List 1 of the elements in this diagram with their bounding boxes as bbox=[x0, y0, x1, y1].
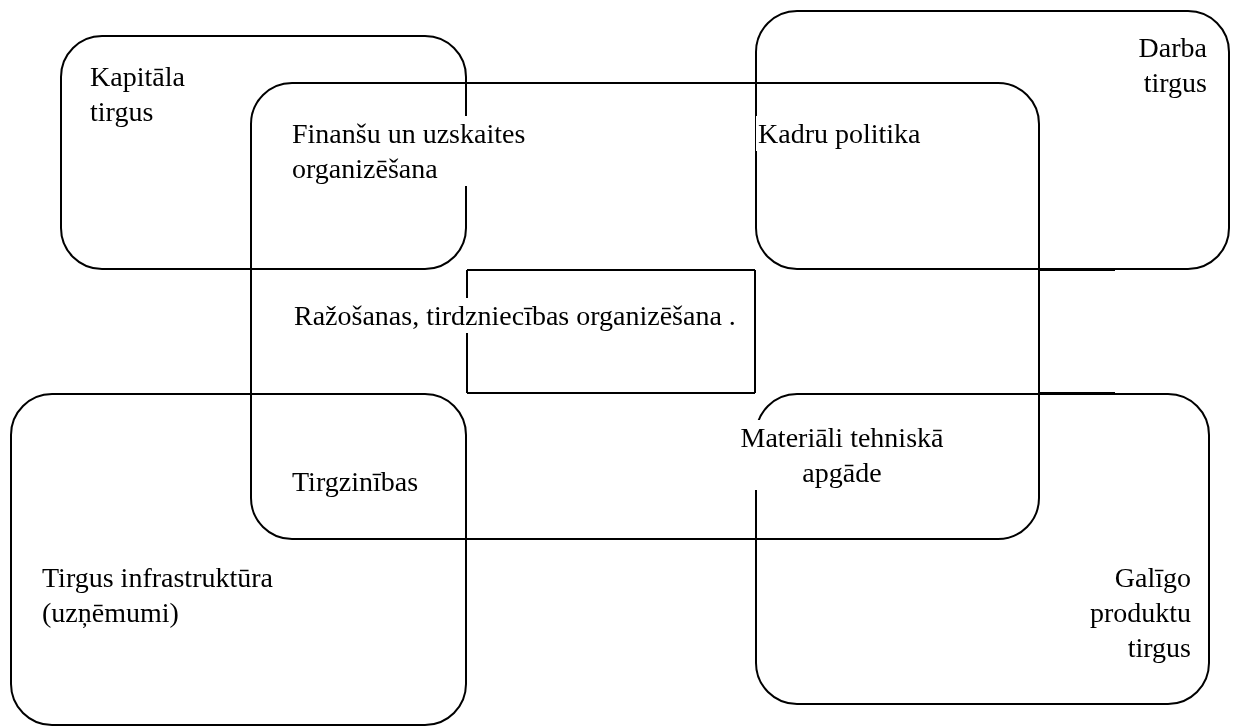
market-area bbox=[10, 393, 467, 726]
